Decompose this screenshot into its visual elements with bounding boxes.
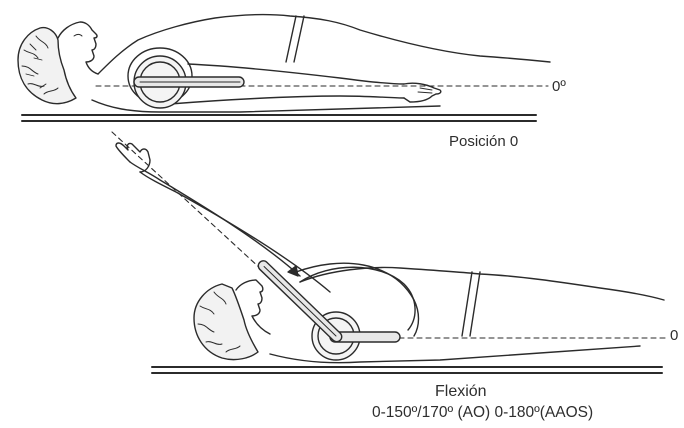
face: [58, 22, 98, 74]
belt: [286, 16, 304, 62]
torso-upper-outline-bottom: [300, 268, 664, 300]
angle-label-top: 0º: [552, 79, 566, 94]
caption-position-zero: Posición 0: [449, 134, 518, 149]
arm-lower-edge: [170, 96, 404, 104]
patient-supine-figure: [18, 15, 550, 121]
hand-bottom: [116, 143, 150, 172]
raised-arm-lower-edge: [140, 172, 330, 292]
hair-bottom: [194, 284, 258, 360]
caption-flexion-title: Flexión: [435, 384, 487, 400]
belt-bottom: [462, 272, 480, 336]
angle-label-bottom: 0: [670, 328, 678, 343]
raised-arm-upper-edge: [130, 162, 300, 276]
caption-flexion-range: 0-150º/170º (AO) 0-180º(AAOS): [372, 405, 593, 421]
patient-flexion-figure: [112, 132, 666, 373]
